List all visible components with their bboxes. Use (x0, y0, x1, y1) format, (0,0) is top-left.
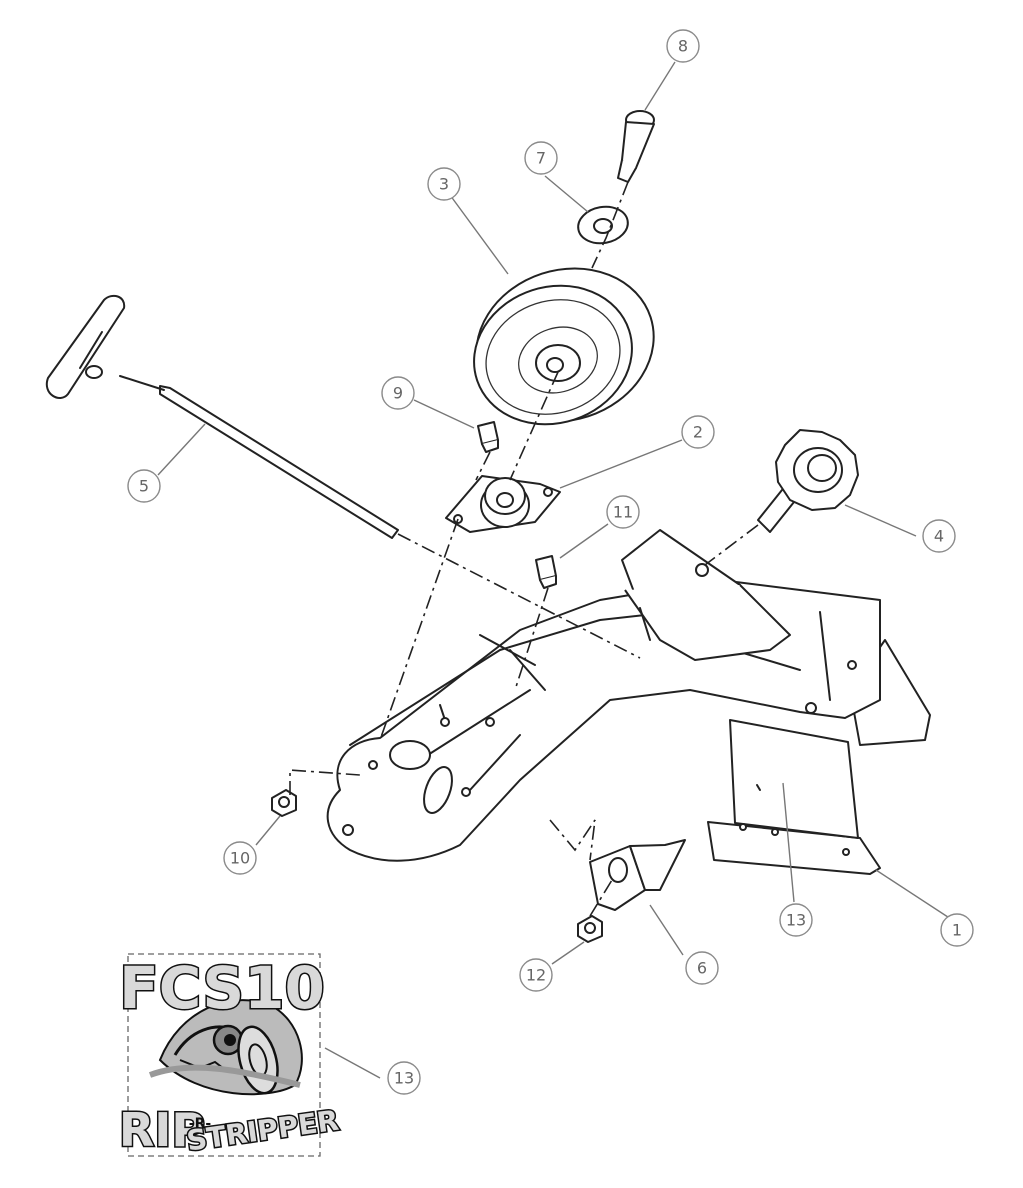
callout-12: 12 (519, 958, 553, 992)
leader-lines (157, 61, 955, 1079)
svg-text:13: 13 (786, 911, 806, 930)
axle-bolt (617, 110, 655, 183)
small-bracket (589, 839, 686, 911)
nut-12 (577, 915, 603, 943)
assembly-lines (289, 181, 759, 917)
knob (757, 429, 859, 533)
callout-5: 5 (127, 469, 161, 503)
svg-text:8: 8 (678, 37, 688, 56)
callout-9: 9 (381, 376, 415, 410)
callout-4: 4 (922, 519, 956, 553)
decal-line1-text: RIP (119, 1103, 205, 1157)
callout-7: 7 (524, 141, 558, 175)
svg-text:3: 3 (439, 175, 449, 194)
svg-text:5: 5 (139, 477, 149, 496)
svg-text:4: 4 (934, 527, 944, 546)
screw-9 (477, 421, 499, 453)
nut-10 (271, 789, 297, 817)
svg-text:1: 1 (952, 921, 962, 940)
callout-13-bracket: 13 (779, 903, 813, 937)
screw-11 (535, 555, 557, 589)
svg-text:10: 10 (230, 849, 250, 868)
callout-8: 8 (666, 29, 700, 63)
decal: FCS10 RIP -R- STRIPPER (117, 953, 342, 1160)
main-bracket (326, 529, 931, 875)
svg-text:2: 2 (693, 423, 703, 442)
callout-3: 3 (427, 167, 461, 201)
wheel (473, 267, 655, 426)
callout-11: 11 (606, 495, 640, 529)
svg-text:6: 6 (697, 959, 707, 978)
callout-6: 6 (685, 951, 719, 985)
decal-model-text: FCS10 (119, 954, 325, 1022)
svg-text:11: 11 (613, 503, 633, 522)
wheel-mount (445, 475, 561, 533)
decal-line2-text: -R- (189, 1116, 212, 1132)
svg-text:7: 7 (536, 149, 546, 168)
callout-10: 10 (223, 841, 257, 875)
svg-text:13: 13 (394, 1069, 414, 1088)
callout-13-decal: 13 (387, 1061, 421, 1095)
svg-text:9: 9 (393, 384, 403, 403)
svg-text:12: 12 (526, 966, 546, 985)
t-handle-rod (45, 294, 399, 539)
callout-1: 1 (940, 913, 974, 947)
callout-2: 2 (681, 415, 715, 449)
washer (577, 205, 629, 245)
